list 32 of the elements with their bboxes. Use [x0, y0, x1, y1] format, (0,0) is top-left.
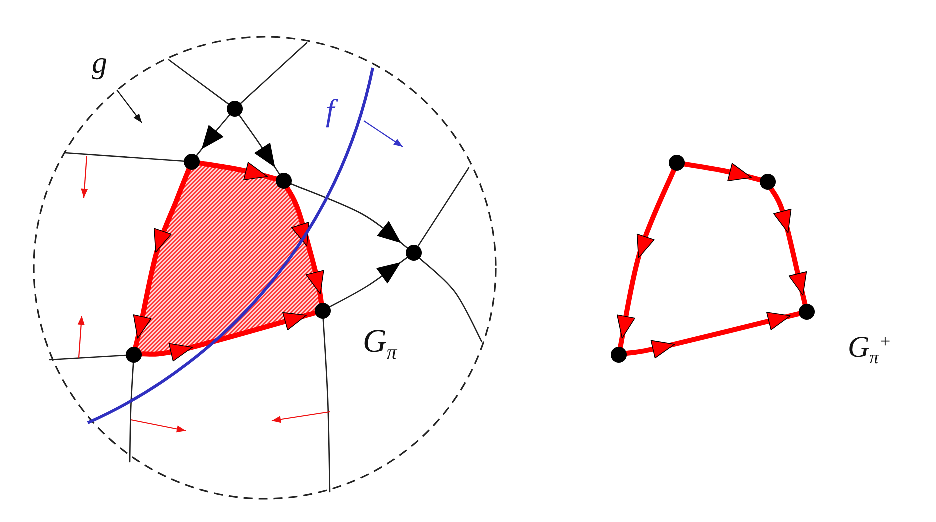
line	[49, 354, 127, 361]
vertex-dot	[315, 303, 331, 319]
math-label: g	[92, 47, 108, 78]
line	[168, 59, 230, 105]
arrow	[682, 162, 763, 183]
vertex-dot	[276, 173, 292, 189]
arrow	[616, 168, 676, 350]
arrow	[329, 257, 408, 308]
arrow	[140, 310, 318, 362]
line	[64, 152, 185, 162]
vertex-dot	[611, 347, 627, 363]
arrow	[197, 160, 279, 182]
line	[418, 167, 470, 247]
arrow	[238, 114, 280, 175]
vertex-dot	[669, 155, 685, 171]
line	[240, 42, 308, 104]
math-label: G$_{π}$	[363, 326, 398, 359]
line	[322, 318, 331, 493]
vertex-dot	[227, 101, 243, 117]
arrow	[133, 166, 192, 350]
arrow	[196, 114, 231, 156]
line	[419, 258, 483, 343]
vertex-dot	[799, 304, 815, 320]
vertex-dot	[126, 347, 142, 363]
arrow	[769, 186, 808, 307]
vertex-dot	[184, 154, 200, 170]
vertex-dot	[760, 174, 776, 190]
arrow	[624, 311, 802, 359]
vertex-dot	[406, 245, 422, 261]
line	[129, 362, 134, 463]
arrow	[285, 186, 325, 306]
arrow	[290, 183, 408, 249]
